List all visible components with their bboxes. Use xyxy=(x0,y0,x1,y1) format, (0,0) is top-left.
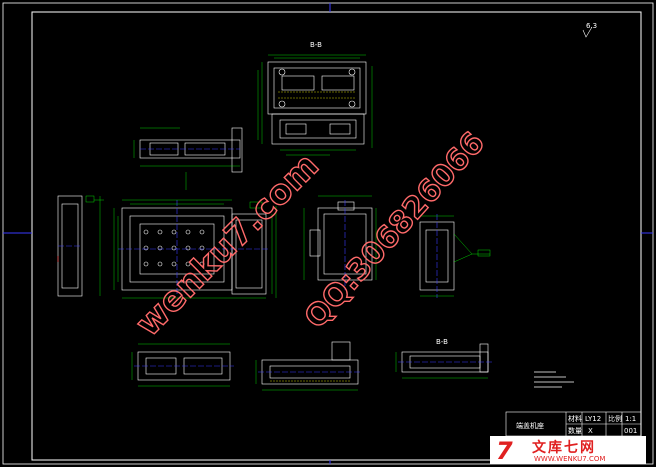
bottom-center-dims xyxy=(255,360,358,391)
material-value: LY12 xyxy=(585,415,601,423)
upper-left-part xyxy=(139,127,243,173)
drawing-frame xyxy=(31,11,642,461)
watermark-site: wenku7.com xyxy=(128,146,327,345)
top-view: B-B xyxy=(267,41,367,145)
title-block xyxy=(505,411,642,437)
logo-url: WWW.WENKU7.COM xyxy=(534,455,605,463)
top-view-hidden xyxy=(278,91,356,99)
main-front-view xyxy=(118,200,270,296)
logo-number: 7 xyxy=(496,437,513,465)
site-logo: 7 文库七网 WWW.WENKU7.COM xyxy=(490,436,646,465)
scale-label: 比例 xyxy=(608,414,622,423)
right-section-dims xyxy=(303,195,377,280)
roughness-symbol: 6.3 xyxy=(582,22,597,38)
part-name: 端盖机座 xyxy=(516,421,544,430)
drawing-number: 001 xyxy=(624,427,637,435)
material-label: 材料 xyxy=(568,414,582,423)
far-right-section xyxy=(419,214,455,298)
top-view-label: B-B xyxy=(310,41,322,49)
watermark-qq: QQ:306826066 xyxy=(298,125,492,335)
technical-notes xyxy=(534,371,574,388)
left-side-dims xyxy=(85,195,104,296)
centering-marks xyxy=(3,3,653,464)
bottom-left-dims xyxy=(131,343,230,387)
bottom-left-section xyxy=(134,351,234,381)
main-front-dims xyxy=(113,199,277,299)
top-view-dims xyxy=(257,54,373,156)
count-label: 数量 xyxy=(568,426,582,435)
roughness-value: 6.3 xyxy=(586,22,597,30)
bottom-section-label: B-B xyxy=(436,338,448,346)
upper-left-dims xyxy=(133,127,240,190)
count-value: X xyxy=(588,427,593,435)
bottom-center-section xyxy=(258,341,362,385)
logo-name: 文库七网 xyxy=(532,439,596,456)
scale-value: 1:1 xyxy=(625,415,636,423)
right-section-view xyxy=(309,200,373,290)
bottom-right-dims xyxy=(395,352,488,379)
left-side-view xyxy=(57,195,83,297)
far-right-dims xyxy=(420,215,491,297)
bottom-right-section: B-B xyxy=(398,338,492,373)
